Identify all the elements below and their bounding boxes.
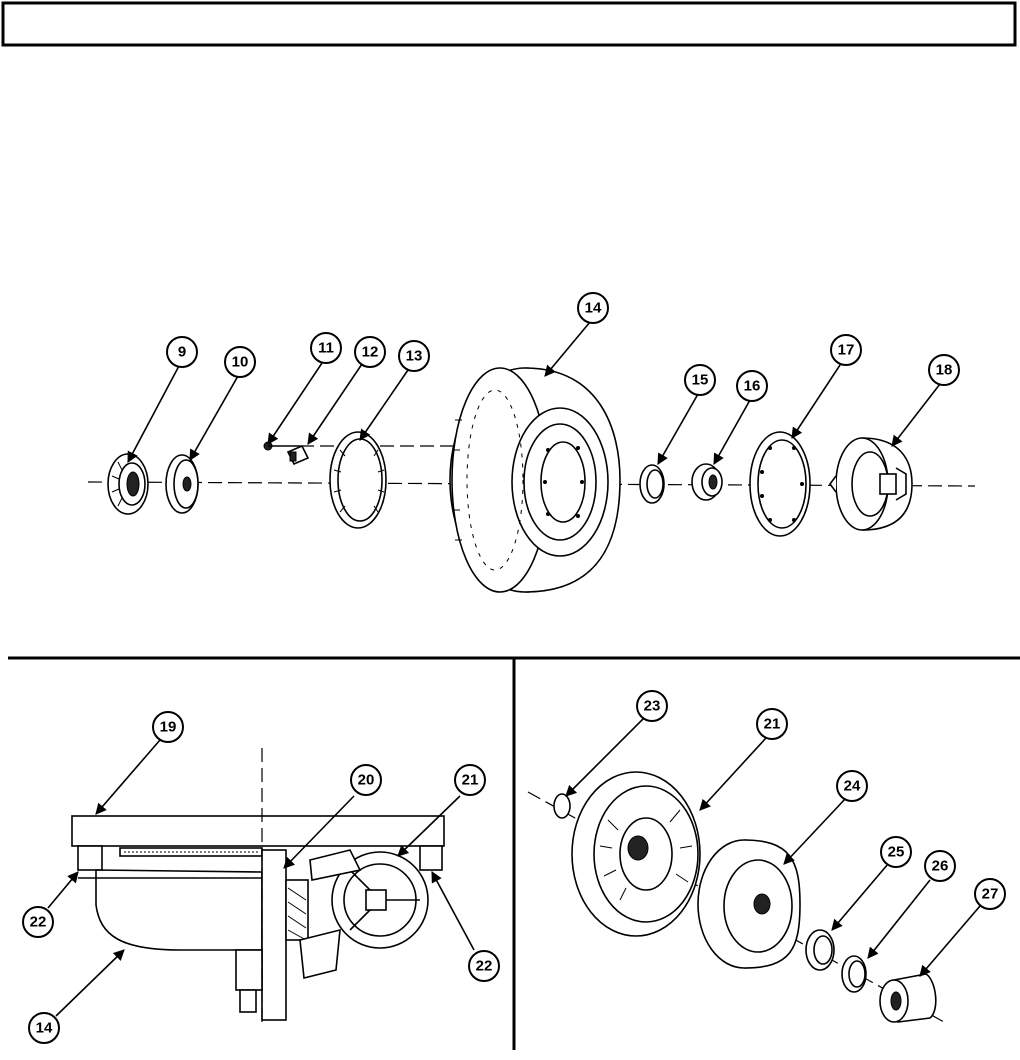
svg-text:27: 27: [982, 886, 999, 903]
part-23-ring: [553, 793, 571, 819]
part-13-ring: [329, 431, 387, 529]
callout-24: 24: [836, 770, 868, 802]
callout-10: 10: [224, 346, 256, 378]
callout-9: 9: [166, 336, 198, 368]
svg-text:10: 10: [232, 354, 249, 371]
part-14-converter: [449, 367, 621, 593]
part-9-bearing: [107, 453, 149, 515]
svg-text:14: 14: [585, 300, 602, 317]
cross-section-view: [71, 748, 445, 1028]
svg-text:22: 22: [476, 958, 493, 975]
callout-22-left: 22: [22, 906, 54, 938]
svg-text:23: 23: [644, 698, 661, 715]
callout-14-section: 14: [28, 1012, 60, 1044]
part-21-turbine: [571, 771, 701, 937]
callout-11: 11: [310, 332, 342, 364]
svg-text:25: 25: [888, 844, 905, 861]
callout-16: 16: [736, 370, 768, 402]
callout-23: 23: [636, 690, 668, 722]
svg-text:26: 26: [932, 858, 949, 875]
part-16-bearing: [691, 463, 723, 501]
right-leaders: [565, 717, 981, 977]
part-18-hub: [829, 437, 913, 531]
callout-12: 12: [354, 336, 386, 368]
svg-text:21: 21: [764, 716, 781, 733]
part-26-washer: [841, 955, 867, 993]
top-exploded-view: [87, 367, 976, 593]
callout-25: 25: [880, 836, 912, 868]
callout-21-exploded: 21: [756, 708, 788, 740]
part-24-stator: [697, 839, 801, 969]
callout-17: 17: [830, 334, 862, 366]
svg-text:11: 11: [318, 340, 334, 357]
svg-text:17: 17: [838, 342, 855, 359]
callout-22-right: 22: [468, 950, 500, 982]
svg-text:12: 12: [362, 344, 379, 361]
part-12-key: [286, 444, 310, 466]
svg-text:15: 15: [692, 372, 709, 389]
callout-26: 26: [924, 850, 956, 882]
callout-19: 19: [152, 711, 184, 743]
svg-text:18: 18: [936, 362, 953, 379]
svg-text:13: 13: [406, 348, 423, 365]
header-box: [1, 1, 1017, 47]
svg-text:9: 9: [178, 344, 186, 361]
top-leaders: [127, 321, 941, 465]
svg-text:16: 16: [744, 378, 761, 395]
callout-21-section: 21: [454, 764, 486, 796]
callout-20: 20: [350, 764, 382, 796]
svg-text:20: 20: [358, 772, 375, 789]
part-15-seal-ring: [639, 464, 665, 504]
svg-text:19: 19: [160, 719, 177, 736]
svg-text:24: 24: [844, 778, 861, 795]
part-27-bearing: [879, 973, 937, 1023]
svg-text:21: 21: [462, 772, 479, 789]
callout-14: 14: [577, 292, 609, 324]
svg-text:14: 14: [36, 1020, 53, 1037]
callout-13: 13: [398, 340, 430, 372]
right-exploded-view: [527, 771, 945, 1023]
part-17-plate: [749, 431, 811, 537]
part-25-washer: [805, 929, 835, 971]
svg-text:22: 22: [30, 914, 47, 931]
callout-27: 27: [974, 878, 1006, 910]
part-10-washer: [165, 454, 199, 514]
cross-section-leaders: [47, 739, 475, 1017]
callout-18: 18: [928, 354, 960, 386]
callout-15: 15: [684, 364, 716, 396]
